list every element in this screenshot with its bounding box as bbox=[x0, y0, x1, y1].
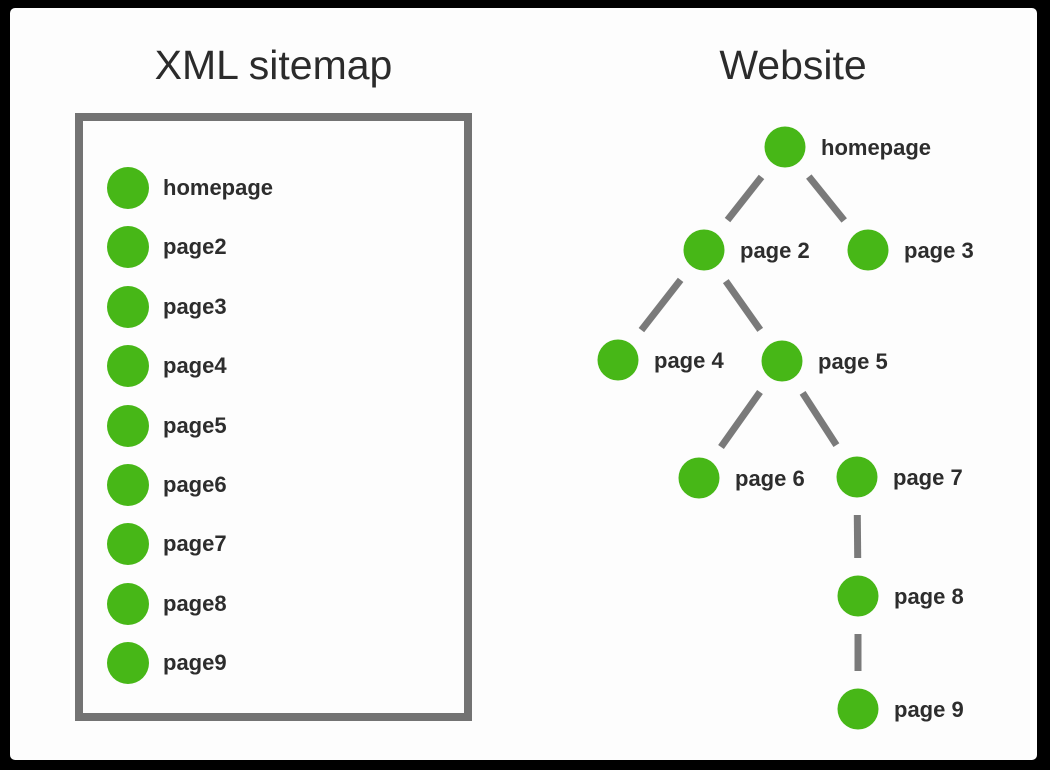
list-item-label: page4 bbox=[163, 353, 227, 379]
slide-background bbox=[10, 8, 1037, 760]
tree-node-label-page6: page 6 bbox=[735, 466, 805, 491]
list-item-label: page8 bbox=[163, 590, 227, 616]
list-item: homepage bbox=[107, 167, 273, 209]
tree-node-icon-page4 bbox=[597, 339, 639, 381]
list-item: page6 bbox=[107, 464, 227, 506]
tree-node-icon-page3 bbox=[847, 229, 889, 271]
list-item-label: page5 bbox=[163, 412, 227, 438]
tree-edge-page2-page5 bbox=[722, 279, 764, 332]
page-dot-icon bbox=[107, 464, 149, 506]
list-item-label: page6 bbox=[163, 472, 227, 497]
list-item-label: page9 bbox=[163, 650, 227, 676]
list-item-label: page2 bbox=[163, 234, 227, 260]
tree-edge-page5-page7 bbox=[799, 390, 840, 448]
tree-edge-homepage-page3 bbox=[806, 174, 847, 223]
page-dot-icon bbox=[107, 404, 149, 447]
list-item: page3 bbox=[107, 285, 227, 328]
list-item: page7 bbox=[107, 523, 227, 566]
page-dot-icon bbox=[107, 523, 149, 566]
tree-node-label-homepage: homepage bbox=[821, 135, 931, 160]
list-item-label: page3 bbox=[163, 293, 227, 319]
page-dot-icon bbox=[107, 345, 149, 388]
tree-node-icon-page9 bbox=[837, 688, 879, 730]
tree-edge-page5-page6 bbox=[718, 389, 763, 450]
tree-node-label-page2: page 2 bbox=[740, 238, 810, 263]
list-item: page4 bbox=[107, 345, 227, 388]
tree-node-label-page8: page 8 bbox=[894, 584, 964, 609]
list-item: page5 bbox=[107, 404, 227, 447]
sitemap-box bbox=[75, 113, 472, 721]
tree-node-icon-page6 bbox=[678, 457, 720, 499]
page-dot-icon bbox=[107, 226, 149, 269]
sitemap-panel-title: XML sitemap bbox=[154, 42, 393, 88]
tree-node-icon-homepage bbox=[764, 126, 806, 168]
tree-node-label-page4: page 4 bbox=[654, 348, 724, 373]
tree-node-icon-page7 bbox=[836, 456, 878, 498]
page-dot-icon bbox=[107, 285, 149, 328]
tree-node-label-page3: page 3 bbox=[904, 238, 974, 263]
tree-node-icon-page8 bbox=[837, 575, 879, 617]
tree-node-label-page5: page 5 bbox=[818, 349, 888, 374]
tree-edge-page2-page4 bbox=[638, 277, 684, 333]
tree-edge-homepage-page2 bbox=[724, 174, 765, 223]
tree-node-icon-page5 bbox=[761, 340, 803, 382]
tree-node-label-page9: page 9 bbox=[894, 697, 964, 722]
list-item: page9 bbox=[107, 642, 227, 685]
tree-node-icon-page2 bbox=[683, 229, 725, 271]
list-item-label: page7 bbox=[163, 531, 227, 557]
page-dot-icon bbox=[107, 642, 149, 685]
website-panel-title: Website bbox=[719, 42, 867, 88]
list-item: page8 bbox=[107, 582, 227, 625]
list-item: page2 bbox=[107, 226, 227, 269]
page-dot-icon bbox=[107, 582, 149, 625]
tree-node-label-page7: page 7 bbox=[893, 465, 963, 490]
list-item-label: homepage bbox=[163, 175, 274, 200]
page-dot-icon bbox=[107, 167, 149, 209]
